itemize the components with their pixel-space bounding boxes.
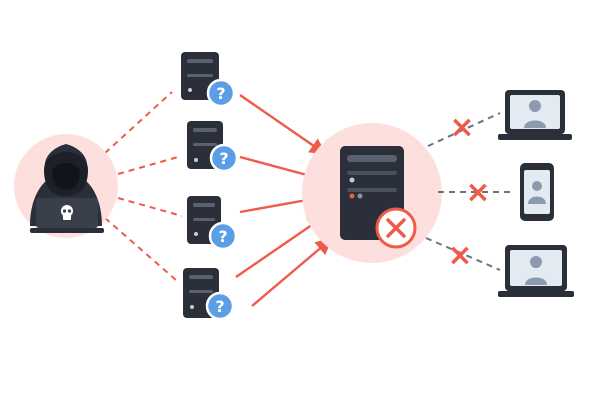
attacker-to-bot-links bbox=[104, 91, 183, 281]
blocked-marker-3: × bbox=[447, 238, 472, 273]
attacker bbox=[14, 134, 118, 238]
bot-server-1: ? bbox=[181, 52, 236, 108]
question-badge bbox=[206, 78, 236, 108]
skull-icon bbox=[61, 205, 73, 220]
bot-server-3: ? bbox=[187, 196, 238, 251]
error-x-icon bbox=[375, 207, 417, 249]
blocked-marker-1: × bbox=[449, 110, 474, 145]
client-phone bbox=[520, 163, 554, 221]
client-link-3 bbox=[425, 237, 501, 271]
blocked-marker-text: × bbox=[449, 110, 474, 145]
client-laptop-2 bbox=[498, 245, 574, 297]
blocked-marker-text: × bbox=[447, 238, 472, 273]
bot-server-2: ? bbox=[187, 121, 239, 173]
question-badge bbox=[209, 143, 239, 173]
question-badge-text: ? bbox=[216, 84, 225, 103]
blocked-marker-text: × bbox=[465, 175, 490, 210]
question-badge-text: ? bbox=[215, 297, 224, 316]
target-server bbox=[302, 123, 442, 263]
question-badge-text: ? bbox=[218, 227, 227, 246]
attacker-link-1 bbox=[104, 91, 173, 154]
client-link-1 bbox=[427, 112, 501, 147]
attacker-link-2 bbox=[117, 156, 179, 175]
blocked-marker-2: × bbox=[465, 175, 490, 210]
client-laptop-1 bbox=[498, 90, 572, 140]
phone-user-icon bbox=[520, 163, 554, 221]
bot-server-4: ? bbox=[183, 268, 235, 321]
attacker-link-3 bbox=[117, 197, 183, 217]
attack-arrow-1 bbox=[239, 94, 327, 155]
laptop-user-icon bbox=[498, 245, 574, 297]
attacker-link-4 bbox=[104, 217, 177, 281]
target-to-client-links bbox=[425, 112, 514, 271]
laptop-user-icon bbox=[498, 90, 572, 140]
attack-arrow-5 bbox=[251, 237, 333, 307]
question-badge bbox=[208, 221, 238, 251]
question-badge bbox=[205, 291, 235, 321]
attack-arrow-4 bbox=[235, 216, 325, 278]
question-badge-text: ? bbox=[219, 149, 228, 168]
